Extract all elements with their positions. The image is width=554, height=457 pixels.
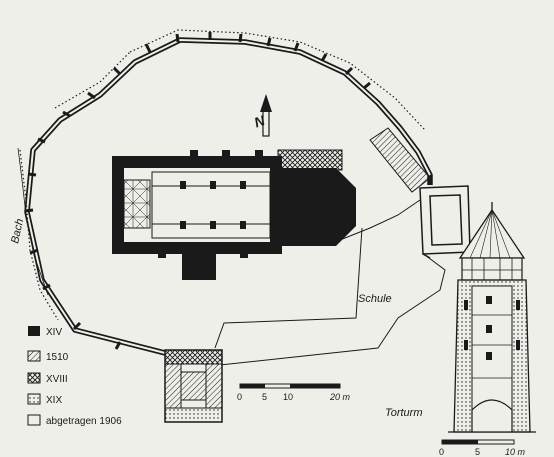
legend-swatch-xiv [28, 326, 40, 336]
enclosure-wall [17, 29, 433, 356]
church-plan [112, 149, 356, 280]
gatehouse-building [419, 185, 471, 259]
legend-swatch-xix [27, 393, 41, 405]
scale-tower-tick-1: 5 [475, 447, 480, 457]
tower-elevation [448, 202, 536, 433]
scale-main-tick-0: 0 [237, 392, 242, 402]
legend: XIV 1510 XVIII XIX abgetragen 1906 [27, 326, 122, 427]
scale-main-tick-1: 5 [262, 392, 267, 402]
scale-tower-tick-2: 10 m [505, 447, 526, 457]
label-bach: Bach [9, 218, 26, 245]
legend-label-removed: abgetragen 1906 [46, 416, 122, 427]
north-label: N [252, 112, 268, 131]
south-gate-tower [164, 349, 223, 423]
scale-main-tick-2: 10 [283, 392, 293, 402]
legend-swatch-removed [27, 414, 41, 426]
scale-bar-tower: 0 5 10 m [439, 439, 526, 457]
school-outline [214, 199, 446, 366]
wall-section-1510 [369, 127, 431, 193]
scale-bar-main: 0 5 10 20 m [237, 383, 351, 402]
scale-tower-tick-0: 0 [439, 447, 444, 457]
legend-swatch-xviii [27, 372, 41, 384]
legend-swatch-1510 [27, 350, 41, 362]
label-schule: Schule [358, 293, 392, 305]
legend-label-xix: XIX [46, 395, 62, 406]
scale-main-tick-3: 20 m [329, 392, 351, 402]
legend-label-xiv: XIV [46, 327, 62, 338]
legend-label-xviii: XVIII [46, 374, 68, 385]
north-arrow-icon [260, 94, 272, 137]
legend-label-1510: 1510 [46, 352, 69, 363]
label-torturm: Torturm [385, 407, 423, 419]
